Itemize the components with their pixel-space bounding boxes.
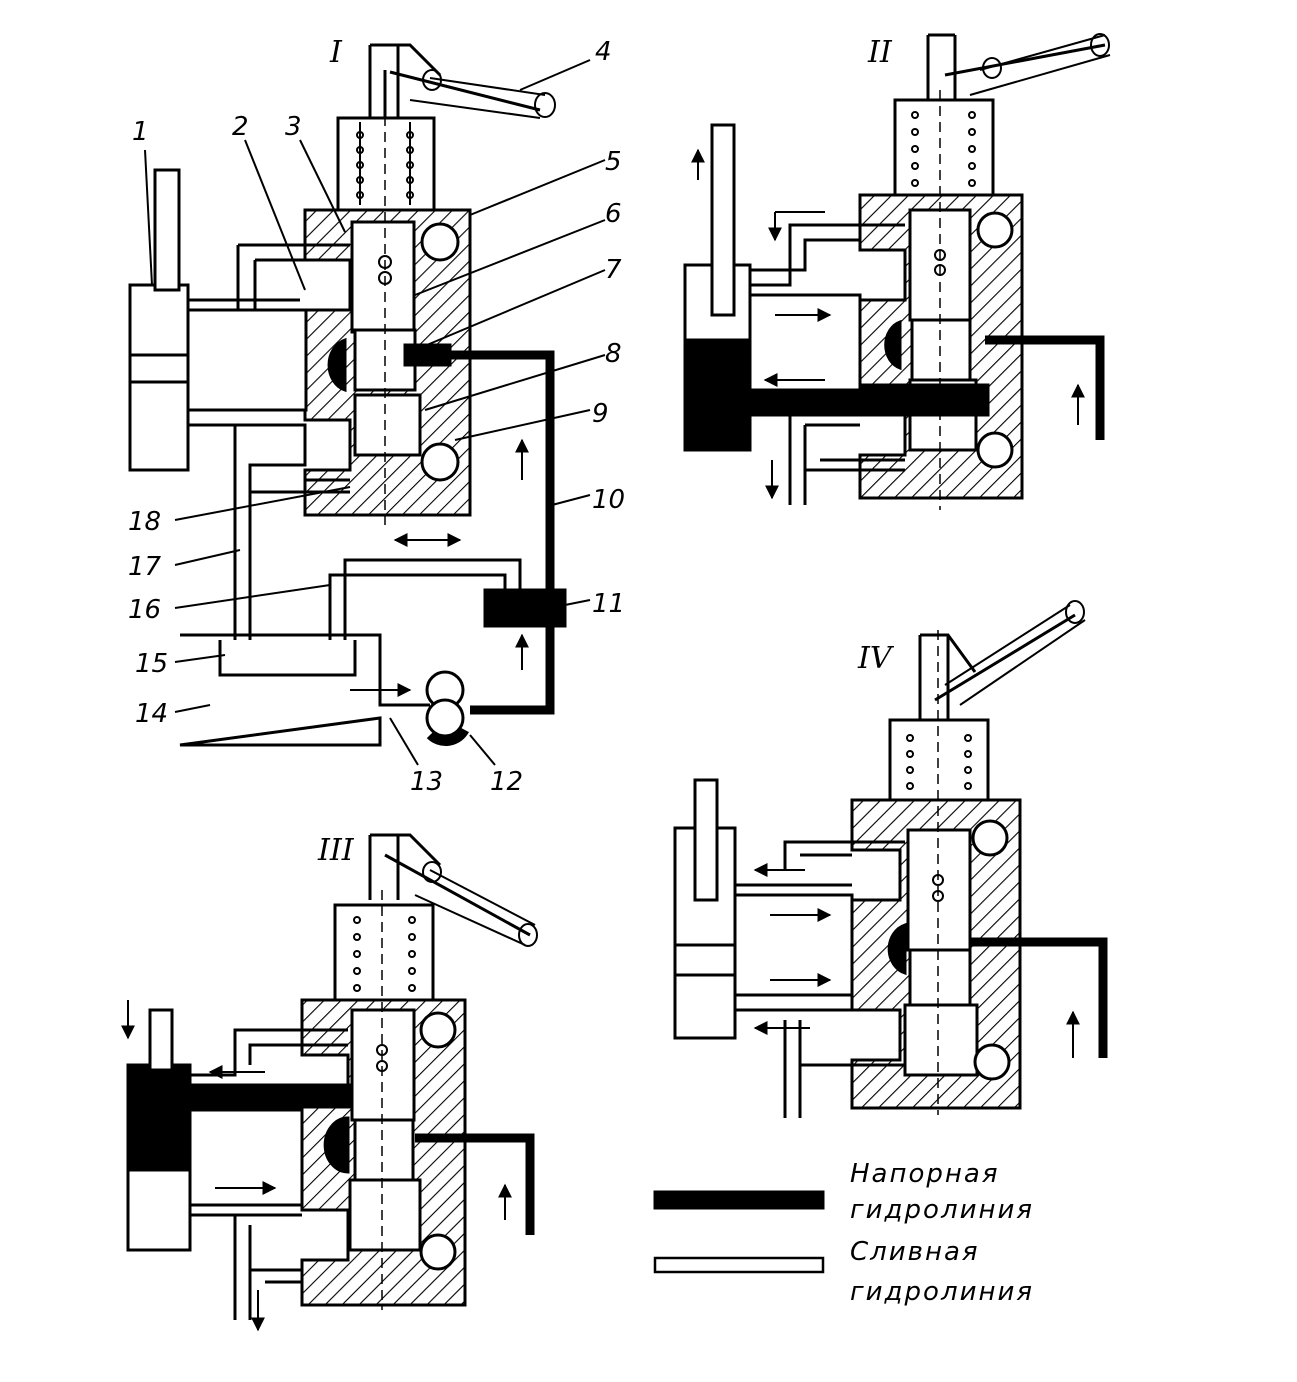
pressure-line-ii	[985, 335, 1105, 440]
drain-line-16	[328, 558, 522, 640]
piston-rod	[153, 168, 181, 292]
pressure-line-iii	[415, 1133, 535, 1235]
view-1-label: I	[329, 35, 343, 70]
view-2-label: II	[867, 35, 893, 70]
pressure-line-10	[440, 350, 555, 590]
part-number-16: 16	[128, 595, 161, 625]
part-number-14: 14	[135, 699, 168, 729]
spool-upper	[350, 220, 416, 334]
part-number-13: 13	[410, 767, 443, 797]
spring-cap	[336, 116, 436, 212]
lever-knob-icon	[534, 92, 556, 118]
legend-drain-swatch	[653, 1256, 825, 1274]
part-number-1: 1	[132, 117, 149, 147]
legend-pressure-word2: гидролиния	[850, 1195, 1034, 1225]
legend: Напорная гидролиния Сливная гидролиния	[653, 1159, 1034, 1307]
lever-pivot-icon	[422, 69, 442, 91]
part-number-3: 3	[285, 112, 302, 142]
ball-valve-bottom-icon	[420, 442, 460, 482]
part-number-7: 7	[605, 255, 622, 285]
pump-gear-bottom-icon	[425, 698, 465, 738]
cylinder-1	[128, 283, 190, 472]
channel-block	[186, 308, 308, 412]
spool-lower	[353, 393, 422, 457]
view-3: III	[121, 833, 538, 1332]
part-number-6: 6	[605, 199, 622, 229]
view-4: IV	[673, 600, 1108, 1118]
spring-cap-ii	[893, 98, 995, 197]
legend-drain-word2: гидролиния	[850, 1277, 1034, 1307]
view-1: I	[128, 35, 625, 797]
legend-pressure-swatch	[653, 1190, 825, 1210]
part-number-11: 11	[592, 589, 625, 619]
spring-icon	[356, 122, 414, 205]
filter-11	[483, 588, 567, 628]
part-number-8: 8	[605, 339, 622, 369]
legend-pressure-word1: Напорная	[850, 1159, 999, 1189]
part-number-12: 12	[490, 767, 523, 797]
seal-left	[327, 337, 347, 393]
view-3-label: III	[317, 833, 355, 868]
legend-drain-word1: Сливная	[850, 1237, 980, 1267]
part-number-10: 10	[592, 485, 625, 515]
view-2: II	[683, 33, 1111, 510]
part-number-15: 15	[135, 649, 168, 679]
lever-iv	[934, 613, 1076, 702]
part-number-18: 18	[128, 507, 161, 537]
lever-4	[389, 70, 541, 112]
part-number-9: 9	[592, 399, 609, 429]
part-number-4: 4	[595, 37, 612, 67]
view-4-label: IV	[857, 641, 895, 676]
part-number-5: 5	[605, 147, 622, 177]
part-number-2: 2	[232, 112, 249, 142]
handle-housing	[368, 43, 442, 120]
lever-ii	[944, 43, 1106, 77]
part-number-17: 17	[128, 552, 162, 582]
lever-iii	[384, 853, 531, 937]
tank-14	[179, 633, 430, 747]
reservoir-15	[218, 640, 357, 677]
pressure-line-iv	[970, 937, 1108, 1058]
ball-valve-top-icon	[420, 222, 460, 262]
